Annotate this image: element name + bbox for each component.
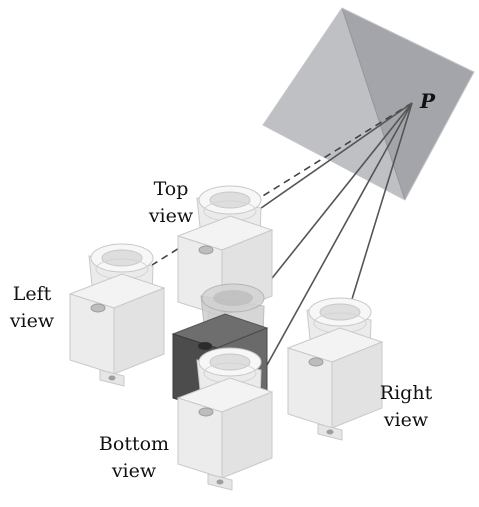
right-view-label-line1: Right [380, 382, 433, 404]
top-view-label-line2: view [148, 205, 194, 227]
part-left-view [69, 243, 165, 387]
bottom-view-label-line1: Bottom [99, 433, 169, 455]
bottom-view-label-line2: view [111, 460, 157, 482]
pyramid-face-left [263, 8, 405, 200]
part-right-view [287, 297, 383, 441]
pyramid-outline [262, 7, 475, 201]
pyramid-edge [341, 7, 406, 201]
ray-right-view [344, 102, 413, 323]
pyramid [262, 7, 475, 201]
ray-front-view [256, 102, 413, 298]
ray-top-view [253, 102, 413, 214]
top-view-label-line1: Top [154, 178, 189, 200]
point-p-label: P [419, 89, 436, 113]
left-view-label-line1: Left [13, 283, 52, 305]
ray-bottom-view [240, 102, 413, 413]
left-view-label-line2: view [9, 310, 55, 332]
right-view-label-line2: view [383, 409, 429, 431]
